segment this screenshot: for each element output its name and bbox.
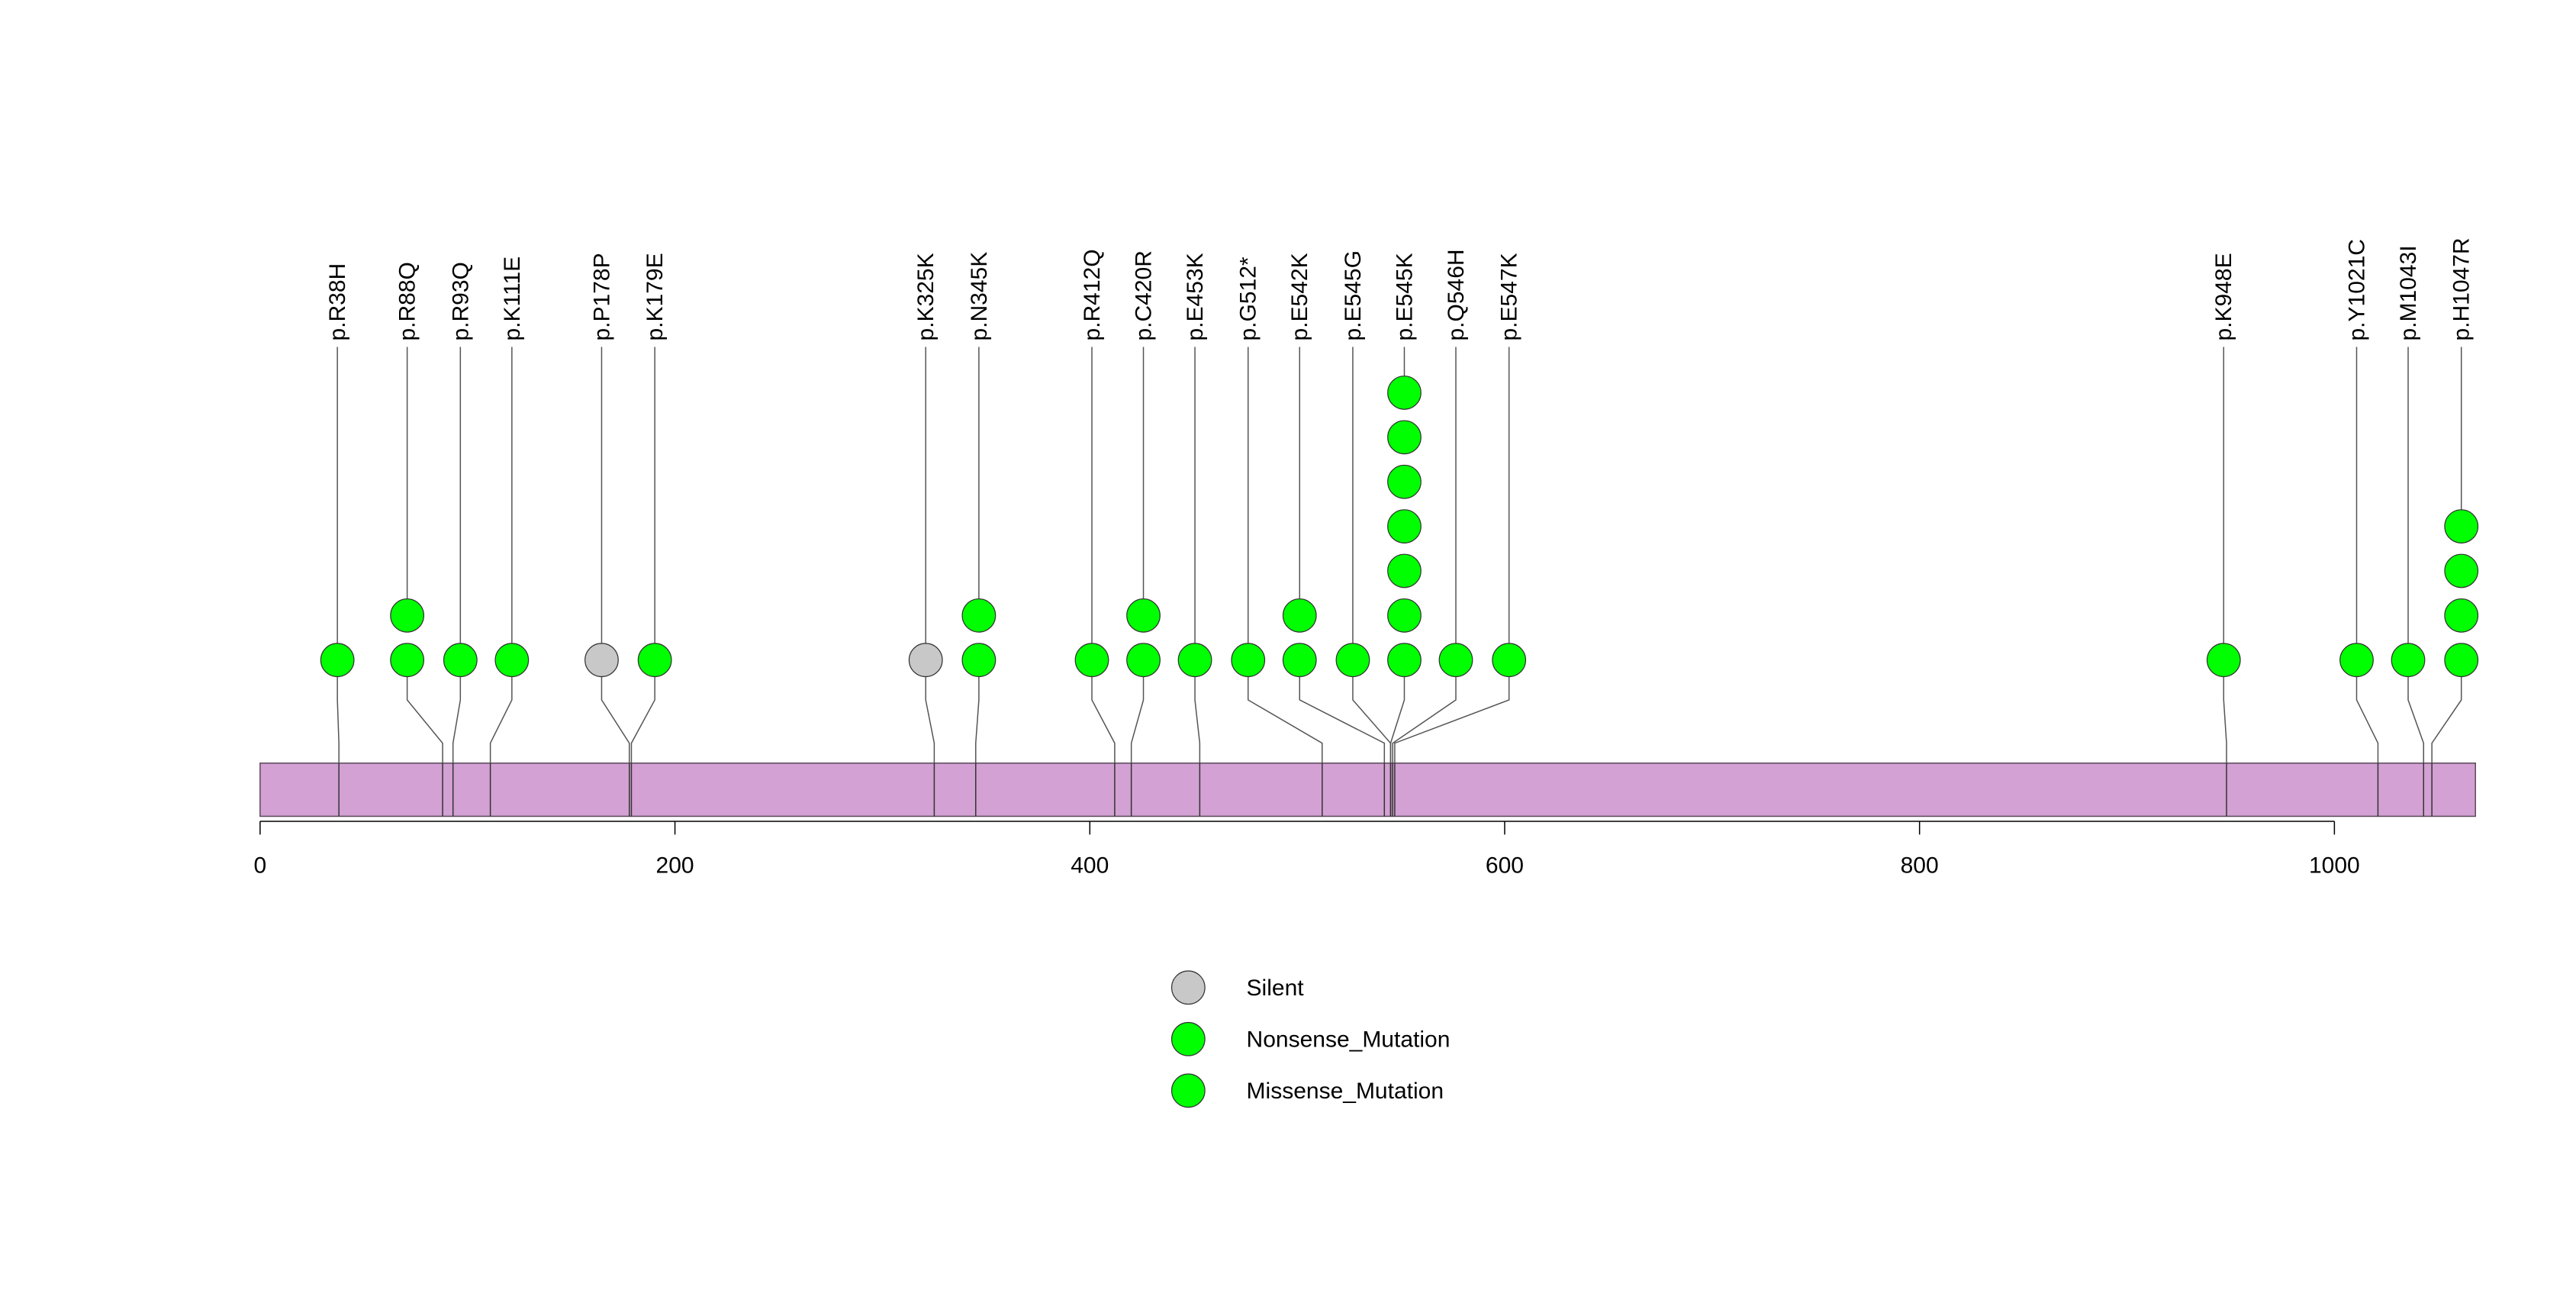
mutation-label: p.G512* — [1236, 256, 1261, 340]
mutation-dot — [1177, 643, 1212, 678]
mutation-dot — [1492, 643, 1527, 678]
axis-tick-label: 800 — [1901, 853, 1939, 878]
mutation-dot — [1387, 553, 1422, 589]
mutation-label: p.M1043I — [2396, 245, 2421, 340]
mutation-label: p.E542K — [1287, 253, 1312, 340]
mutation-dot — [390, 598, 425, 633]
connector-line — [1299, 660, 1386, 763]
mutation-labels: p.R38H p.R88Q p.R93Q p.K111E p.P178P p.K179E p… — [325, 237, 2475, 340]
mutation-label: p.N345K — [967, 252, 992, 341]
mutation-label: p.K179E — [642, 253, 668, 340]
protein-domain-bar — [259, 762, 2476, 818]
mutation-dot — [2444, 643, 2479, 678]
legend-label: Nonsense_Mutation — [1247, 1027, 1451, 1052]
connector-line — [630, 660, 655, 763]
mutation-dot — [1387, 464, 1422, 499]
legend-swatch — [1170, 1073, 1206, 1108]
mutation-dot — [961, 598, 997, 633]
mutation-dot — [1126, 643, 1161, 678]
connector-line — [1247, 660, 1323, 763]
legend-swatch — [1170, 1021, 1206, 1056]
mutation-dot — [1387, 643, 1422, 678]
connector-line — [601, 660, 630, 763]
connector-line — [1194, 660, 1201, 763]
mutation-dot — [494, 643, 530, 678]
mutation-dot — [390, 643, 425, 678]
axis-tick-label: 1000 — [2309, 853, 2360, 878]
mutation-label: p.K948E — [2211, 253, 2236, 340]
connector-line — [1392, 660, 1457, 763]
connector-line — [975, 660, 980, 763]
mutation-label: p.E545K — [1392, 253, 1417, 340]
connector-line — [1389, 660, 1406, 763]
mutation-label: p.R412Q — [1080, 249, 1105, 340]
axis-tick-label: 0 — [254, 853, 267, 878]
mutation-label: p.E547K — [1497, 253, 1522, 340]
mutation-label: p.R38H — [325, 263, 350, 341]
mutation-dot — [1438, 643, 1473, 678]
mutation-label: p.Y1021C — [2344, 239, 2369, 340]
mutation-dot — [1231, 643, 1266, 678]
axis-tick-label: 400 — [1071, 853, 1109, 878]
x-axis: 0 200 400 600 800 1000 — [254, 821, 2360, 878]
mutation-dot — [320, 643, 355, 678]
mutation-dot — [1387, 509, 1422, 543]
connector-line — [406, 660, 443, 763]
mutation-label: p.P178P — [589, 253, 614, 340]
mutation-label: p.C420R — [1132, 250, 1157, 340]
connector-line — [2355, 660, 2379, 763]
mutation-label: p.K111E — [500, 256, 525, 341]
mutation-dot — [1282, 598, 1317, 633]
mutation-dot — [2444, 553, 2479, 589]
mutation-dot — [1126, 598, 1161, 633]
mutation-dot — [1074, 643, 1109, 678]
legend-label: Silent — [1247, 976, 1305, 1001]
connector-line — [452, 660, 462, 763]
connector-line — [925, 660, 935, 763]
mutation-label: p.Q546H — [1444, 249, 1469, 340]
mutation-dot — [443, 643, 478, 678]
lollipop-dots — [320, 376, 2479, 678]
mutation-dot — [584, 643, 619, 678]
axis-tick-label: 200 — [656, 853, 694, 878]
mutation-dot — [961, 643, 997, 678]
lollipop-stems — [336, 347, 2462, 660]
mutation-dot — [2391, 643, 2426, 678]
mutation-dot — [2444, 598, 2479, 633]
mutation-dot — [1335, 643, 1370, 678]
mutation-dot — [2444, 509, 2479, 543]
legend-swatch — [1170, 970, 1206, 1005]
mutation-label: p.R93Q — [448, 262, 473, 340]
connector-line — [2431, 660, 2462, 763]
mutation-label: p.K325K — [913, 253, 939, 340]
mutation-label: p.E545G — [1341, 250, 1366, 340]
mutation-dot — [1282, 643, 1317, 678]
mutation-dot — [2206, 643, 2241, 678]
connector-lines — [336, 660, 2462, 763]
mutation-dot — [908, 643, 943, 678]
mutation-label: p.E453K — [1183, 253, 1208, 340]
mutation-dot — [637, 643, 672, 678]
connector-line — [1130, 660, 1145, 763]
connector-line — [336, 660, 340, 763]
mutation-dot — [1387, 598, 1422, 633]
connector-line — [1394, 660, 1510, 763]
legend-label: Missense_Mutation — [1247, 1079, 1444, 1104]
mutation-label: p.H1047R — [2449, 237, 2475, 340]
connector-line — [1091, 660, 1116, 763]
mutation-dot — [2339, 643, 2374, 678]
connector-line — [2407, 660, 2425, 763]
connector-line — [489, 660, 513, 763]
axis-tick-label: 600 — [1486, 853, 1524, 878]
mutation-dot — [1387, 376, 1422, 410]
connector-line — [2223, 660, 2227, 763]
mutation-label: p.R88Q — [395, 262, 420, 340]
mutation-dot — [1387, 420, 1422, 455]
bar-position-marks — [338, 763, 2433, 817]
